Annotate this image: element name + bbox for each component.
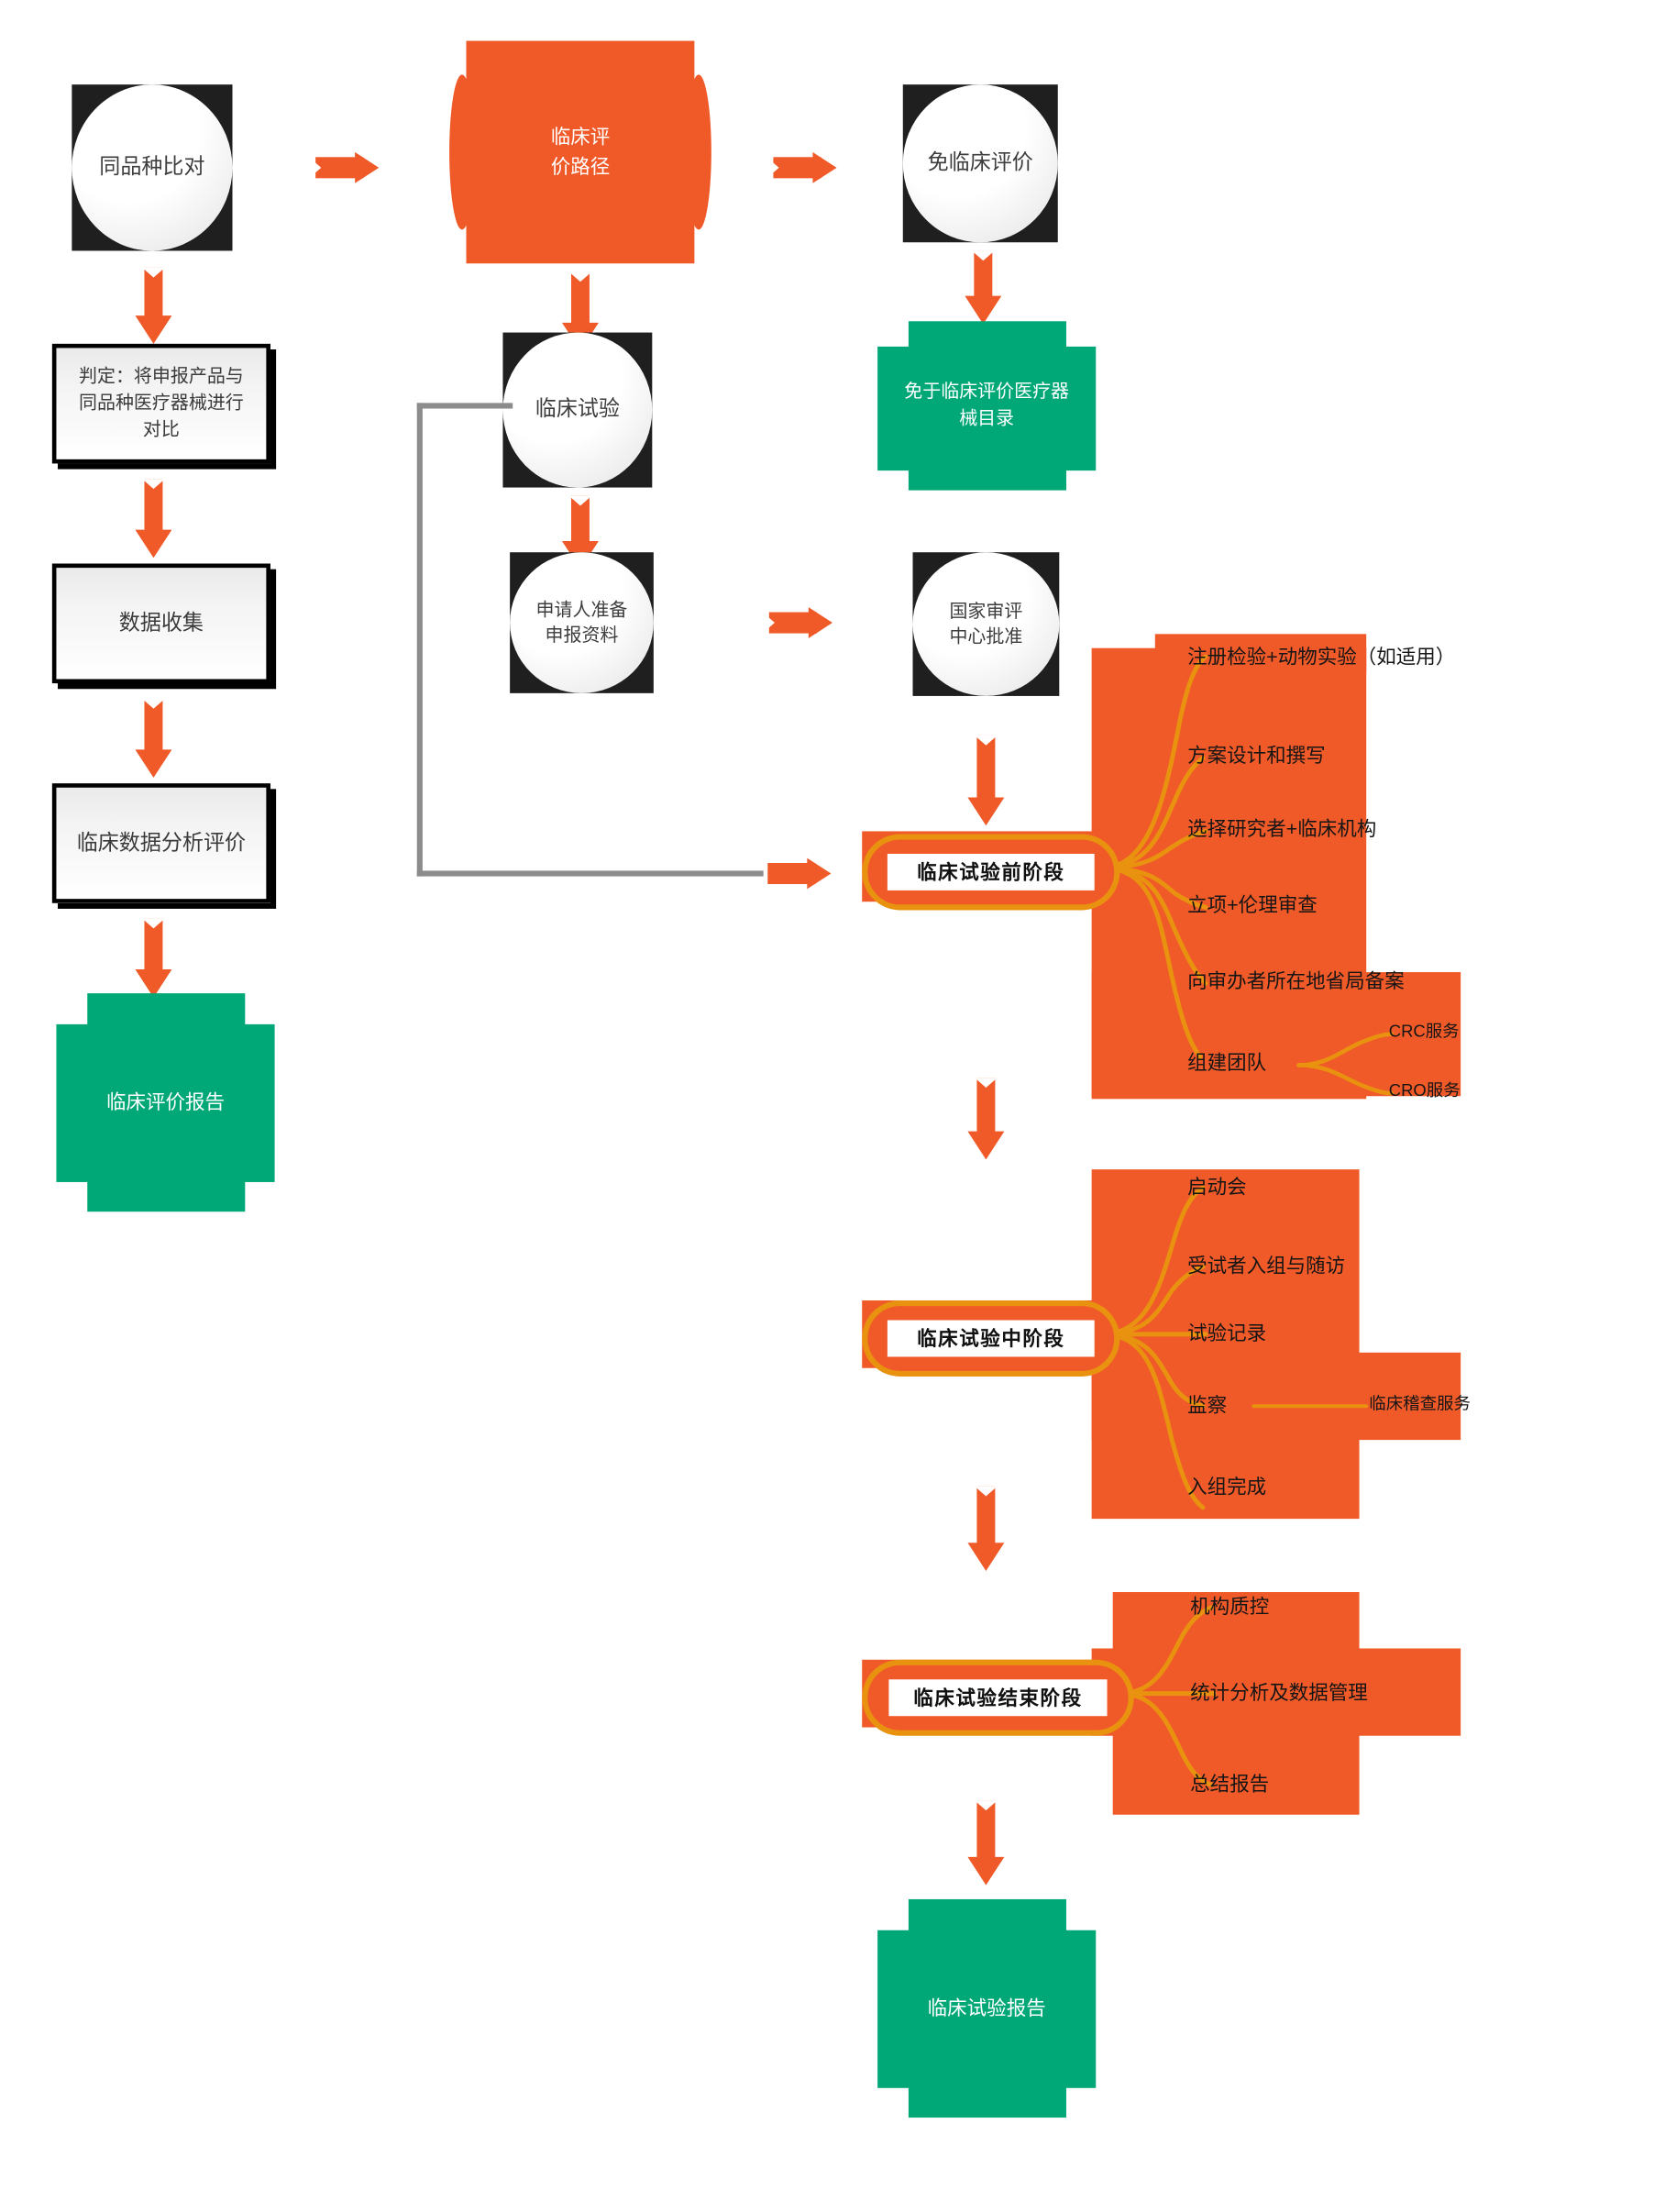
branch-label-end-2[interactable]: 总结报告 [1190, 1772, 1270, 1796]
node-clinical-trial[interactable]: 临床试验 [502, 332, 653, 488]
sub-branch-label-crc[interactable]: CRC服务 [1388, 1021, 1460, 1042]
node-national-review-center-approval-label: 国家审评 中心批准 [912, 552, 1060, 696]
branch-label-mid-4[interactable]: 入组完成 [1187, 1475, 1267, 1499]
stage-pre-branch-curves [1098, 654, 1395, 1096]
branch-label-pre-1[interactable]: 方案设计和撰写 [1187, 744, 1326, 767]
node-national-review-center-approval[interactable]: 国家审评 中心批准 [912, 552, 1060, 696]
branch-label-mid-3[interactable]: 监察 [1187, 1393, 1228, 1416]
branch-label-end-0[interactable]: 机构质控 [1190, 1595, 1270, 1618]
node-clinical-trial-report[interactable]: 临床试验报告 [877, 1898, 1097, 2118]
branch-label-pre-3[interactable]: 立项+伦理审查 [1187, 893, 1318, 916]
node-clinical-evaluation-report-label: 临床评价报告 [105, 1090, 226, 1114]
node-exempt-device-catalog-label: 免于临床评价医疗器 械目录 [904, 381, 1070, 429]
step-data-collection-label: 数据收集 [118, 611, 204, 636]
node-exempt-from-clinical-evaluation-label: 免临床评价 [902, 84, 1058, 243]
arrow-down-to-data-analysis [134, 699, 173, 779]
pinch-right-decoration [686, 74, 711, 230]
stage-mid-bg-right [1091, 1352, 1461, 1441]
feedback-connector-horizontal-bottom [416, 870, 764, 877]
node-same-variety-comparison[interactable]: 同品种比对 [72, 84, 233, 251]
arrow-root-to-same-variety [309, 148, 380, 187]
arrow-approval-to-pre-stage [966, 735, 1006, 828]
stage-pill-pre-trial[interactable]: 临床试验前阶段 [862, 834, 1120, 911]
node-exempt-device-catalog[interactable]: 免于临床评价医疗器 械目录 [877, 321, 1097, 491]
node-applicant-prepares-dossier-label: 申请人准备 申报资料 [510, 552, 654, 693]
sub-branch-label-clinical-audit[interactable]: 临床稽查服务 [1369, 1393, 1471, 1413]
stage-pill-mid-trial-label: 临床试验中阶段 [887, 1319, 1095, 1357]
arrow-down-to-judgement [134, 267, 173, 344]
stage-group-mid-trial: 临床试验中阶段 启动会 受试者入组与随访 试验记录 监察 入组完成 临床稽查服务 [831, 1169, 1493, 1521]
stage-pill-pre-trial-label: 临床试验前阶段 [887, 853, 1095, 891]
branch-label-pre-5[interactable]: 组建团队 [1187, 1051, 1267, 1074]
step-judgement-comparison-label: 判定：将申报产品与同品种医疗器械进行对比 [79, 365, 244, 440]
arrow-end-to-final-report [966, 1800, 1006, 1887]
stage-pre-bg-upper [1154, 634, 1367, 674]
step-clinical-data-analysis-label: 临床数据分析评价 [76, 830, 247, 855]
arrow-into-pre-stage [767, 854, 832, 893]
arrow-down-to-evaluation-report [134, 918, 173, 998]
arrow-dossier-to-approval [763, 603, 832, 643]
stage-pill-end-trial-label: 临床试验结束阶段 [888, 1678, 1108, 1717]
stage-pre-bg-lower [1091, 972, 1461, 1097]
node-clinical-evaluation-report[interactable]: 临床评价报告 [56, 993, 275, 1212]
node-same-variety-comparison-label: 同品种比对 [72, 84, 233, 251]
arrow-pre-to-mid-stage [966, 1078, 1006, 1162]
step-judgement-comparison[interactable]: 判定：将申报产品与同品种医疗器械进行对比 [51, 343, 270, 464]
stage-pill-mid-trial[interactable]: 临床试验中阶段 [862, 1300, 1120, 1377]
step-data-collection[interactable]: 数据收集 [51, 563, 270, 684]
branch-label-pre-0[interactable]: 注册检验+动物实验（如适用） [1187, 645, 1456, 669]
branch-label-end-1[interactable]: 统计分析及数据管理 [1190, 1680, 1368, 1704]
node-clinical-trial-report-label: 临床试验报告 [927, 1996, 1046, 2020]
arrow-root-to-exempt [767, 148, 837, 187]
arrow-exempt-to-catalog [964, 250, 1003, 325]
pinch-left-decoration [449, 74, 475, 230]
node-clinical-evaluation-path-label: 临床评 价路径 [550, 125, 611, 178]
sub-branch-label-cro[interactable]: CRO服务 [1388, 1080, 1461, 1100]
branch-label-mid-0[interactable]: 启动会 [1187, 1175, 1247, 1198]
branch-label-pre-2[interactable]: 选择研究者+临床机构 [1187, 817, 1377, 840]
stage-pill-end-trial[interactable]: 临床试验结束阶段 [862, 1659, 1134, 1736]
step-clinical-data-analysis[interactable]: 临床数据分析评价 [51, 783, 270, 903]
node-exempt-from-clinical-evaluation[interactable]: 免临床评价 [902, 84, 1058, 243]
branch-label-mid-2[interactable]: 试验记录 [1187, 1322, 1267, 1344]
arrow-down-to-data-collection [134, 479, 173, 559]
arrow-mid-to-end-stage [966, 1486, 1006, 1574]
node-clinical-evaluation-path[interactable]: 临床评 价路径 [449, 40, 711, 264]
feedback-connector-vertical [416, 403, 423, 877]
stage-group-end-trial: 临床试验结束阶段 机构质控 统计分析及数据管理 总结报告 [831, 1592, 1493, 1818]
stage-group-pre-trial: 临床试验前阶段 注册检验+动物实验（如适用） 方案设计和撰写 选择研究者+临床机… [831, 634, 1493, 1112]
feedback-connector-horizontal-top [416, 403, 513, 409]
node-applicant-prepares-dossier[interactable]: 申请人准备 申报资料 [510, 552, 654, 693]
branch-label-pre-4[interactable]: 向审办者所在地省局备案 [1187, 968, 1405, 992]
node-clinical-trial-label: 临床试验 [502, 332, 653, 488]
branch-label-mid-1[interactable]: 受试者入组与随访 [1187, 1254, 1346, 1277]
